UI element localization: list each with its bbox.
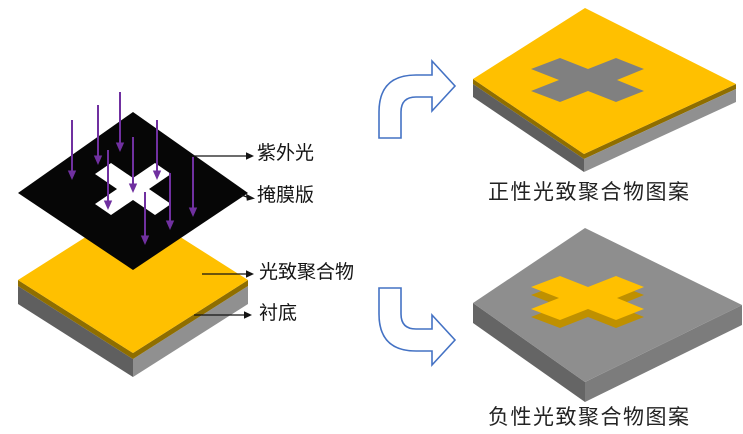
positive-pattern-cross [531,58,644,102]
uv-ray-arrow-icon [93,105,103,165]
bent-down-arrow-icon [378,287,457,368]
positive-caption: 正性光致聚合物图案 [488,180,691,204]
leader-mask-plate [240,193,255,201]
label-substrate: 衬底 [259,303,298,324]
leader-line [240,194,248,198]
leader-arrowhead-icon [246,270,254,278]
positive-slab-right-face [584,89,736,172]
leader-substrate [194,311,252,319]
bent-up-arrow-icon [378,58,457,139]
negative-slab-right-face [585,305,742,402]
leader-photopolymer [202,270,254,278]
label-uv-light: 紫外光 [257,143,315,164]
uv-ray-arrow-icon [165,173,175,230]
leader-arrowhead-icon [244,311,252,319]
label-mask-plate: 掩膜版 [257,185,315,206]
label-photopolymer: 光致聚合物 [259,262,355,283]
uv-rays [67,92,198,245]
leader-uv-light [192,152,254,160]
uv-ray-arrow-icon [115,92,125,152]
substrate-layer [18,286,248,377]
leader-arrowhead-icon [246,193,255,201]
uv-ray-arrow-icon [128,137,138,193]
uv-ray-arrow-icon [103,150,113,210]
photopolymer-right-edge [133,280,248,359]
negative-caption: 负性光致聚合物图案 [488,405,691,429]
positive-slab-yellow-edge-left [473,79,584,159]
positive-slab-left-face [473,84,584,172]
uv-ray-arrow-icon [152,120,162,180]
negative-pattern-slab [473,228,742,402]
photopolymer-top-face [18,207,248,353]
substrate-left-face [18,286,133,377]
positive-pattern-slab [473,8,736,172]
uv-ray-arrow-icon [140,192,150,245]
positive-slab-yellow-edge-right [584,84,736,159]
uv-ray-arrow-icon [188,157,198,217]
substrate-right-face [133,286,248,377]
negative-slab-left-face [473,303,585,402]
uv-ray-arrow-icon [67,120,77,180]
negative-pattern-cross [531,276,644,320]
leader-arrowhead-icon [246,152,254,160]
photopolymer-left-edge [18,280,133,359]
photopolymer-layer [18,207,248,359]
